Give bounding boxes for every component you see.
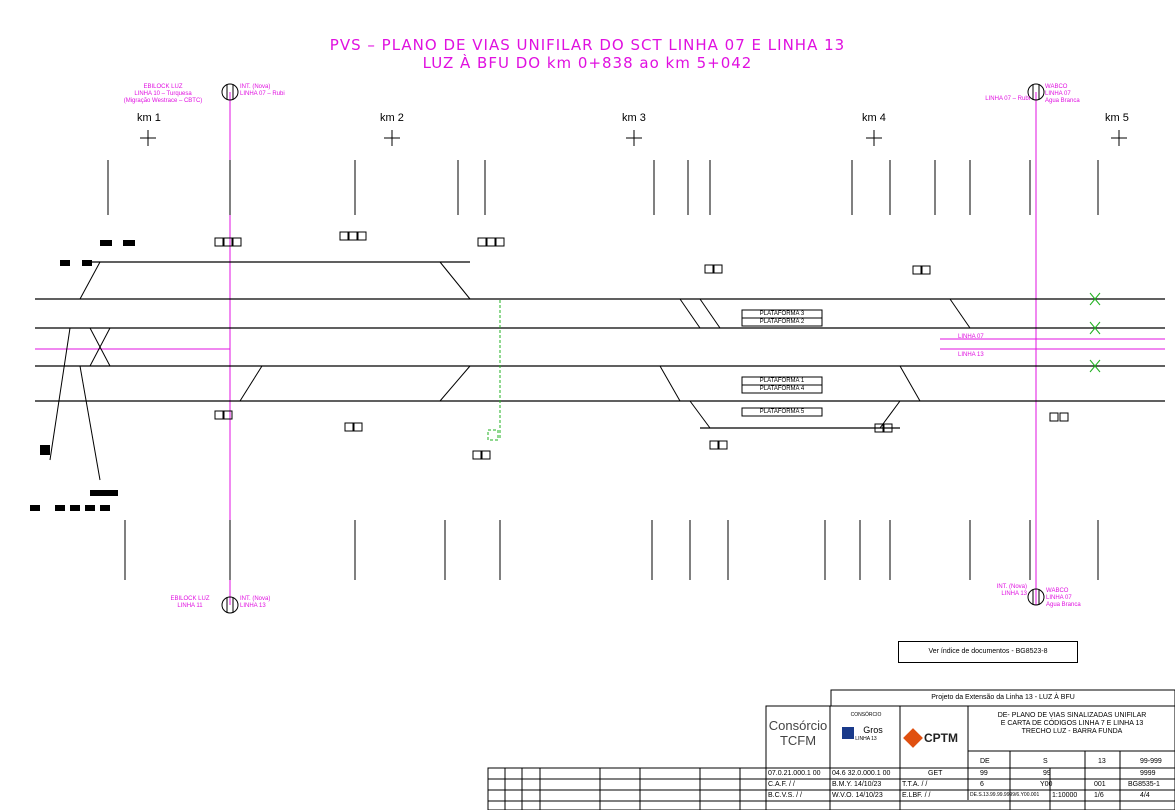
signal-boxes: [214, 231, 1069, 460]
platform-label: PLATAFORMA 5: [759, 409, 805, 415]
tb-cell: 99: [980, 770, 988, 777]
main-tracks: [35, 261, 1165, 429]
km-marker: km 3: [622, 112, 646, 124]
tb-cell: 1:10000: [1052, 792, 1078, 799]
tb-cell: E.LBF. / /: [902, 792, 931, 799]
tb-cell: C.A.F. / /: [768, 781, 795, 788]
platform-label: PLATAFORMA 2: [759, 319, 805, 325]
tb-cell: S: [1043, 758, 1048, 765]
tb-cell: W.V.O. 14/10/23: [832, 792, 883, 799]
tb-cell: Y00: [1040, 781, 1053, 788]
tb-cell: T.T.A. / /: [902, 781, 928, 788]
tb-cell: GET: [928, 770, 943, 777]
int-nova-top-label: INT. (Nova) LINHA 07 – Rubi: [240, 84, 285, 97]
int-nova-right-label: INT. (Nova) LINHA 13: [996, 584, 1027, 597]
cptm-logo: CPTM: [924, 731, 958, 745]
tb-cell: 6: [980, 781, 984, 788]
km-marker: km 1: [137, 112, 161, 124]
crossovers: [49, 261, 971, 481]
tb-cell: 07.0.21.000.1 00: [768, 770, 821, 777]
tb-cell: DE: [980, 758, 990, 765]
station-blocks: [30, 240, 135, 511]
wabco-bottom-label: WABCO LINHA 07 Agua Branca: [1046, 588, 1081, 608]
linha07-track-label: LINHA 07: [958, 334, 984, 340]
tb-cell: 9999: [1140, 770, 1156, 777]
top-stubs: [107, 160, 1099, 215]
bottom-stubs: [124, 520, 1099, 580]
platform-boxes: [741, 309, 823, 417]
tb-cell: DE.S.13.99.99.9999/6.Y00.001: [970, 792, 1040, 798]
line-markers: [35, 338, 1165, 350]
platform-label: PLATAFORMA 4: [759, 386, 805, 392]
tb-cell: 1/6: [1094, 792, 1104, 799]
linha13-track-label: LINHA 13: [958, 352, 984, 358]
green-branch: [487, 300, 501, 441]
km-crosses: [140, 130, 1127, 146]
title-block-frame: [487, 689, 1175, 810]
tb-cell: 04.6 32.0.000.1 00: [832, 770, 891, 777]
tb-cell: 4/4: [1140, 792, 1150, 799]
linha07-rubi-label: LINHA 07 – Rubi: [985, 96, 1030, 102]
diagram-title: PVS – PLANO DE VIAS UNIFILAR DO SCT LINH…: [329, 36, 846, 54]
ebilock-luz-top-label: EBILOCK LUZ LINHA 10 – Turquesa (Migraçã…: [123, 84, 203, 104]
joint-symbol: [221, 83, 1045, 614]
km-marker: km 2: [380, 112, 404, 124]
cptm-logo-mark: [903, 728, 923, 748]
km-marker: km 5: [1105, 112, 1129, 124]
ebilock-luz-bottom-label: EBILOCK LUZ LINHA 11: [170, 596, 210, 609]
tb-cell: 13: [1098, 758, 1106, 765]
tb-cell: BG8535-1: [1128, 781, 1160, 788]
tb-cell: 001: [1094, 781, 1106, 788]
platform-label: PLATAFORMA 1: [759, 378, 805, 384]
project-title: Projeto da Extensão da Linha 13 - LUZ À …: [931, 694, 1075, 701]
end-markers: [1089, 292, 1101, 373]
int-nova-left-label: INT. (Nova) LINHA 13: [240, 596, 271, 609]
tb-cell: 99-999: [1140, 758, 1162, 765]
tb-cell: B.C.V.S. / /: [768, 792, 802, 799]
drawing-description: DE- PLANO DE VIAS SINALIZADAS UNIFILAR E…: [997, 712, 1147, 735]
tb-cell: B.M.Y. 14/10/23: [832, 781, 882, 788]
wabco-top-label: WABCO LINHA 07 Agua Branca: [1045, 84, 1080, 104]
diagram-subtitle: LUZ À BFU DO km 0+838 ao km 5+042: [422, 54, 753, 72]
tb-cell: 99: [1043, 770, 1051, 777]
platform-label: PLATAFORMA 3: [759, 311, 805, 317]
doc-index-note: Ver índice de documentos - BG8523-8: [898, 641, 1078, 663]
gros-logo-mark: [842, 727, 854, 739]
km-marker: km 4: [862, 112, 886, 124]
